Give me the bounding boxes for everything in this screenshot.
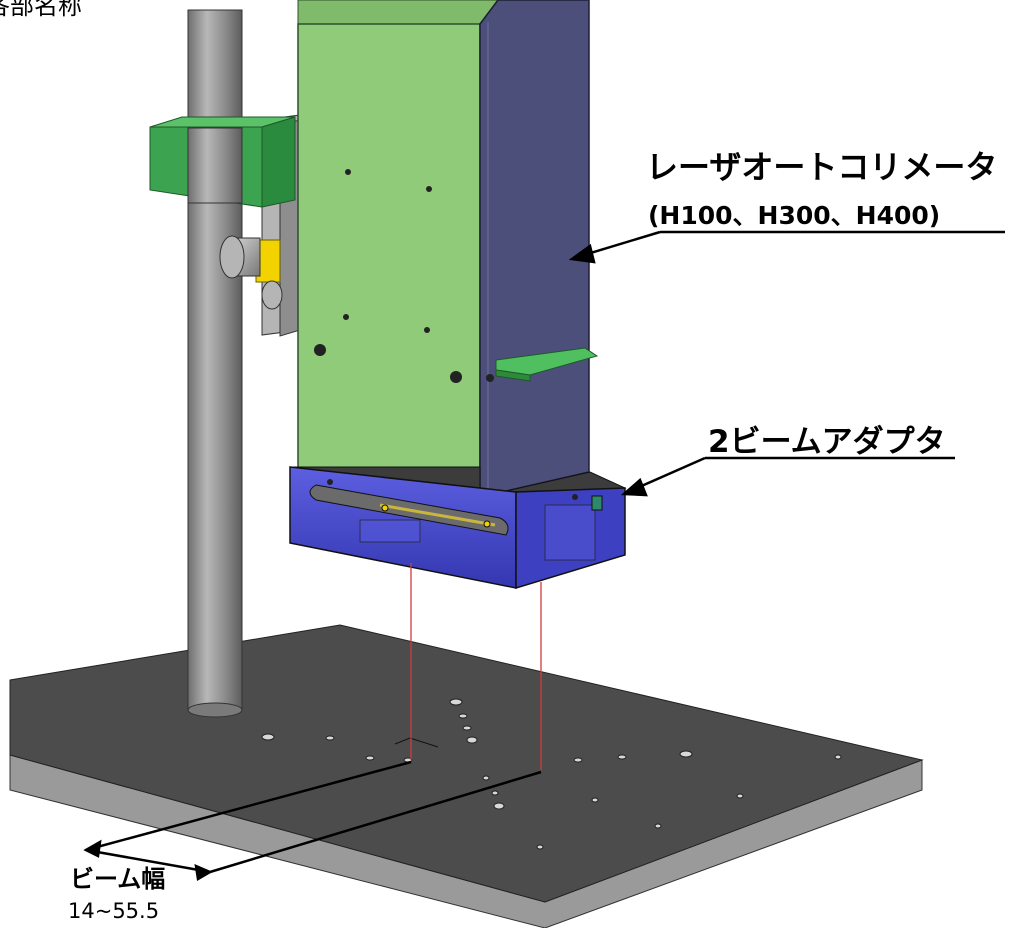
collimator-screws <box>314 169 494 383</box>
beam-width-dimension <box>83 760 542 882</box>
clamp-block-side <box>261 116 296 208</box>
collimator-top <box>297 0 499 25</box>
clamp-bracket <box>149 114 301 337</box>
adapter-name-label: 2ビームアダプタ <box>708 424 946 460</box>
collimator-name-label: レーザオートコリメータ <box>646 148 997 186</box>
base-plate-holes <box>261 698 842 850</box>
stand-pillar <box>187 9 243 718</box>
collimator-models-label: (H100、H300、H400) <box>648 201 940 230</box>
collimator-mount-tab <box>495 347 599 376</box>
collimator-front <box>297 23 481 498</box>
collimator-callout <box>568 230 1005 264</box>
laser-autocollimator <box>297 0 599 498</box>
laser-beams <box>410 563 542 770</box>
adapter-callout <box>620 456 955 497</box>
collimator-side <box>479 0 590 498</box>
corner-title: 各部名称 <box>0 0 82 20</box>
beam-width-label: ビーム幅 <box>70 865 165 893</box>
beam-width-value: 14~55.5 <box>68 899 159 923</box>
two-beam-adapter <box>289 466 627 590</box>
